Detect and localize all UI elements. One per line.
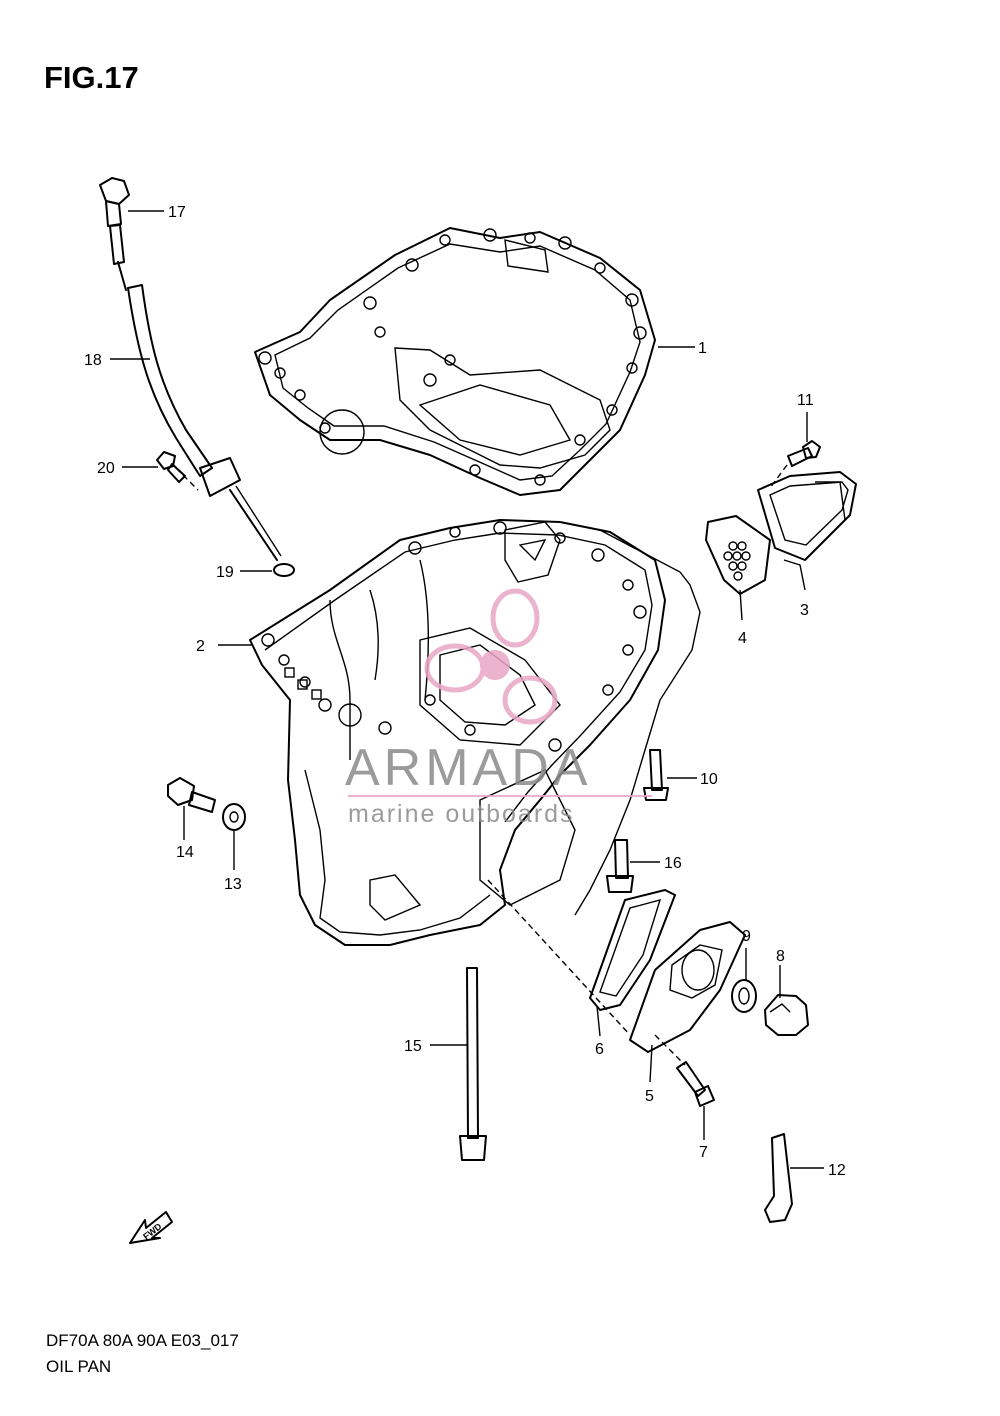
model-code: DF70A 80A 90A E03_017	[46, 1331, 239, 1350]
callout-2: 2	[196, 638, 205, 655]
fwd-direction-arrow: FWD	[129, 1211, 173, 1244]
part-14-plug-bolt[interactable]	[167, 777, 216, 813]
part-16-bolt[interactable]	[606, 839, 634, 893]
callout-19: 19	[216, 564, 234, 581]
callout-11: 11	[797, 392, 814, 409]
part-9-gasket[interactable]	[731, 979, 757, 1013]
part-18-dipstick-guide[interactable]	[127, 284, 282, 561]
callout-7: 7	[699, 1144, 708, 1161]
callout-6: 6	[595, 1041, 604, 1058]
section-name: OIL PAN	[46, 1357, 112, 1376]
callout-numbers: 1 2 3 4 5 6 7 8 9 10 11 12 13 14 15 16 1…	[84, 204, 846, 1179]
leader-lines	[110, 210, 824, 1169]
callout-9: 9	[742, 928, 751, 945]
callout-12: 12	[828, 1162, 846, 1179]
propeller-logo-icon	[424, 588, 558, 725]
part-1-gasket[interactable]	[254, 227, 656, 496]
callout-5: 5	[645, 1088, 654, 1105]
part-17-dipstick[interactable]	[99, 177, 130, 291]
part-20-bolt[interactable]	[156, 451, 186, 483]
watermark-brand: ARMADA	[345, 739, 591, 797]
part-13-washer[interactable]	[222, 803, 246, 831]
part-2-oil-pan[interactable]	[249, 519, 701, 946]
part-4-strainer-gasket[interactable]	[705, 515, 771, 595]
callout-4: 4	[738, 630, 747, 647]
callout-13: 13	[224, 876, 242, 893]
callout-1: 1	[698, 340, 707, 357]
callout-15: 15	[404, 1038, 422, 1055]
callout-20: 20	[97, 460, 115, 477]
callout-3: 3	[800, 602, 809, 619]
callout-16: 16	[664, 855, 682, 872]
assembly-dash-lines	[175, 464, 788, 1066]
part-12-clip[interactable]	[764, 1133, 793, 1223]
callout-14: 14	[176, 844, 194, 861]
callout-8: 8	[776, 948, 785, 965]
part-6-cover-gasket[interactable]	[589, 889, 676, 1011]
part-5-cover[interactable]	[629, 921, 746, 1053]
callout-17: 17	[168, 204, 186, 221]
part-8-drain-plug[interactable]	[764, 994, 809, 1036]
part-11-bolt[interactable]	[787, 440, 821, 467]
callout-10: 10	[700, 771, 718, 788]
watermark-tagline: marine outboards	[348, 800, 575, 828]
callout-18: 18	[84, 352, 102, 369]
part-10-bolt[interactable]	[643, 749, 669, 801]
figure-title: FIG.17	[44, 60, 139, 95]
part-19-o-ring[interactable]	[273, 563, 295, 577]
part-15-long-bolt[interactable]	[459, 967, 487, 1161]
armada-watermark: ARMADA marine outboards	[345, 588, 652, 828]
part-7-bolt[interactable]	[676, 1061, 715, 1107]
part-3-oil-strainer[interactable]	[757, 471, 857, 561]
